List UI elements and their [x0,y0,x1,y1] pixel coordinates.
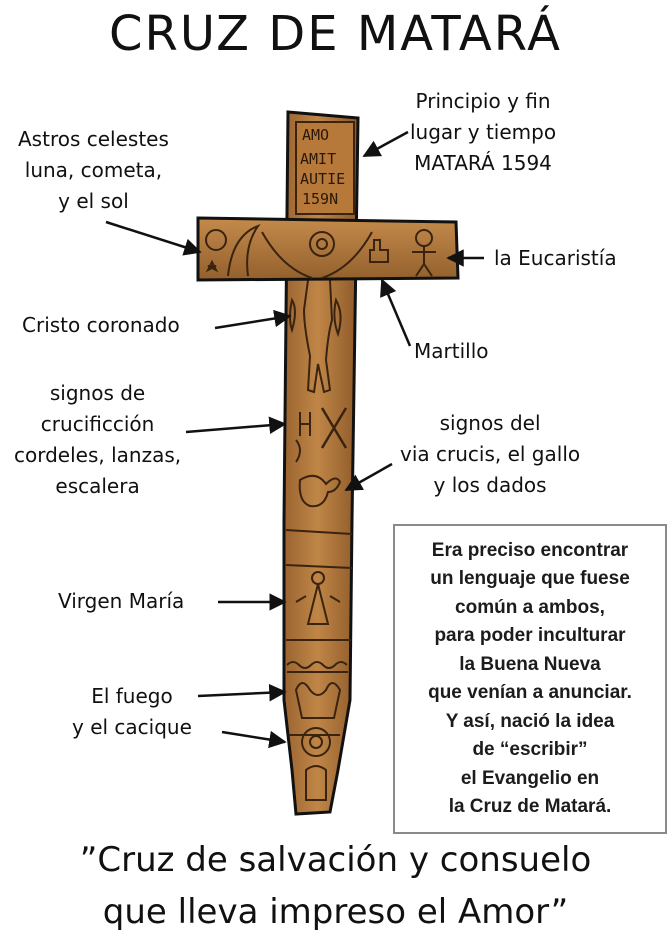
textbox-line: que venían a anunciar. [428,682,632,703]
cross-horizontal-beam [196,216,460,282]
cross-vertical-beam [282,110,360,816]
label-line: El fuego [91,684,173,708]
label-line: luna, cometa, [24,158,163,182]
textbox-line: de “escribir” [472,739,588,760]
arrow-martillo [380,278,412,347]
textbox-line: Era preciso encontrar [431,539,629,561]
cross-inscription: AMO AMIT AUTIE 159N [300,126,345,208]
inscription-line: AUTIE [300,170,345,188]
textbox-line: el Evangelio en [460,767,600,789]
inscription-line: 159N [302,190,338,208]
arrow-cacique [221,730,287,749]
label-line: cordeles, lanzas, [14,443,182,467]
textbox-line: la Cruz de Matará. [448,796,612,817]
quote-line-2: que lleva impreso el Amor” [102,892,569,932]
arrow-astros [105,220,202,256]
label-martillo: Martillo [414,336,488,367]
label-signos-via: signos del via crucis, el gallo y los da… [400,408,580,501]
label-line: signos del [439,411,541,435]
label-fuego: El fuego y el cacique [72,681,192,743]
textbox-line: la Buena Nueva [459,653,601,675]
label-eucaristia: la Eucaristía [494,243,617,274]
page-title: CRUZ DE MATARÁ [108,6,563,62]
label-virgen: Virgen María [58,586,184,617]
label-line: Martillo [414,339,489,363]
textbox-line: Y así, nació la idea [445,710,615,732]
label-line: la Eucaristía [494,246,617,270]
arrow-signos-crucifixion [185,416,287,434]
label-signos-crucifixion: signos de crucificción cordeles, lanzas,… [14,378,181,502]
label-principio: Principio y fin lugar y tiempo MATARÁ 15… [410,86,556,179]
textbox-line: común a ambos, [455,596,605,618]
label-line: MATARÁ 1594 [414,151,552,175]
annotation-arrows [105,130,484,749]
textbox-line: un lenguaje que fuese [430,568,630,589]
label-astros: Astros celestes luna, cometa, y el sol [18,124,169,217]
arrow-cristo [214,309,292,330]
label-line: Principio y fin [415,89,551,113]
label-cristo: Cristo coronado [22,310,180,341]
label-line: y los dados [433,473,547,497]
arrow-principio [362,130,409,158]
label-line: Cristo coronado [22,313,180,337]
inscription-line: AMO [302,126,329,144]
quote-line-1: ”Cruz de salvación y consuelo [79,840,592,880]
textbox-line: para poder inculturar [434,625,626,646]
label-line: escalera [55,474,140,498]
label-line: crucificción [40,412,155,436]
arrow-signos-via [344,462,393,492]
label-line: y el cacique [72,715,192,739]
label-line: via crucis, el gallo [400,442,581,466]
label-line: y el sol [58,189,129,213]
label-line: Astros celestes [18,127,169,151]
arrow-fuego [197,683,287,702]
label-line: signos de [49,381,146,405]
label-line: lugar y tiempo [410,120,557,144]
explanation-textbox: Era preciso encontrar un lenguaje que fu… [393,524,667,834]
inscription-line: AMIT [300,150,336,168]
label-line: Virgen María [58,589,185,613]
